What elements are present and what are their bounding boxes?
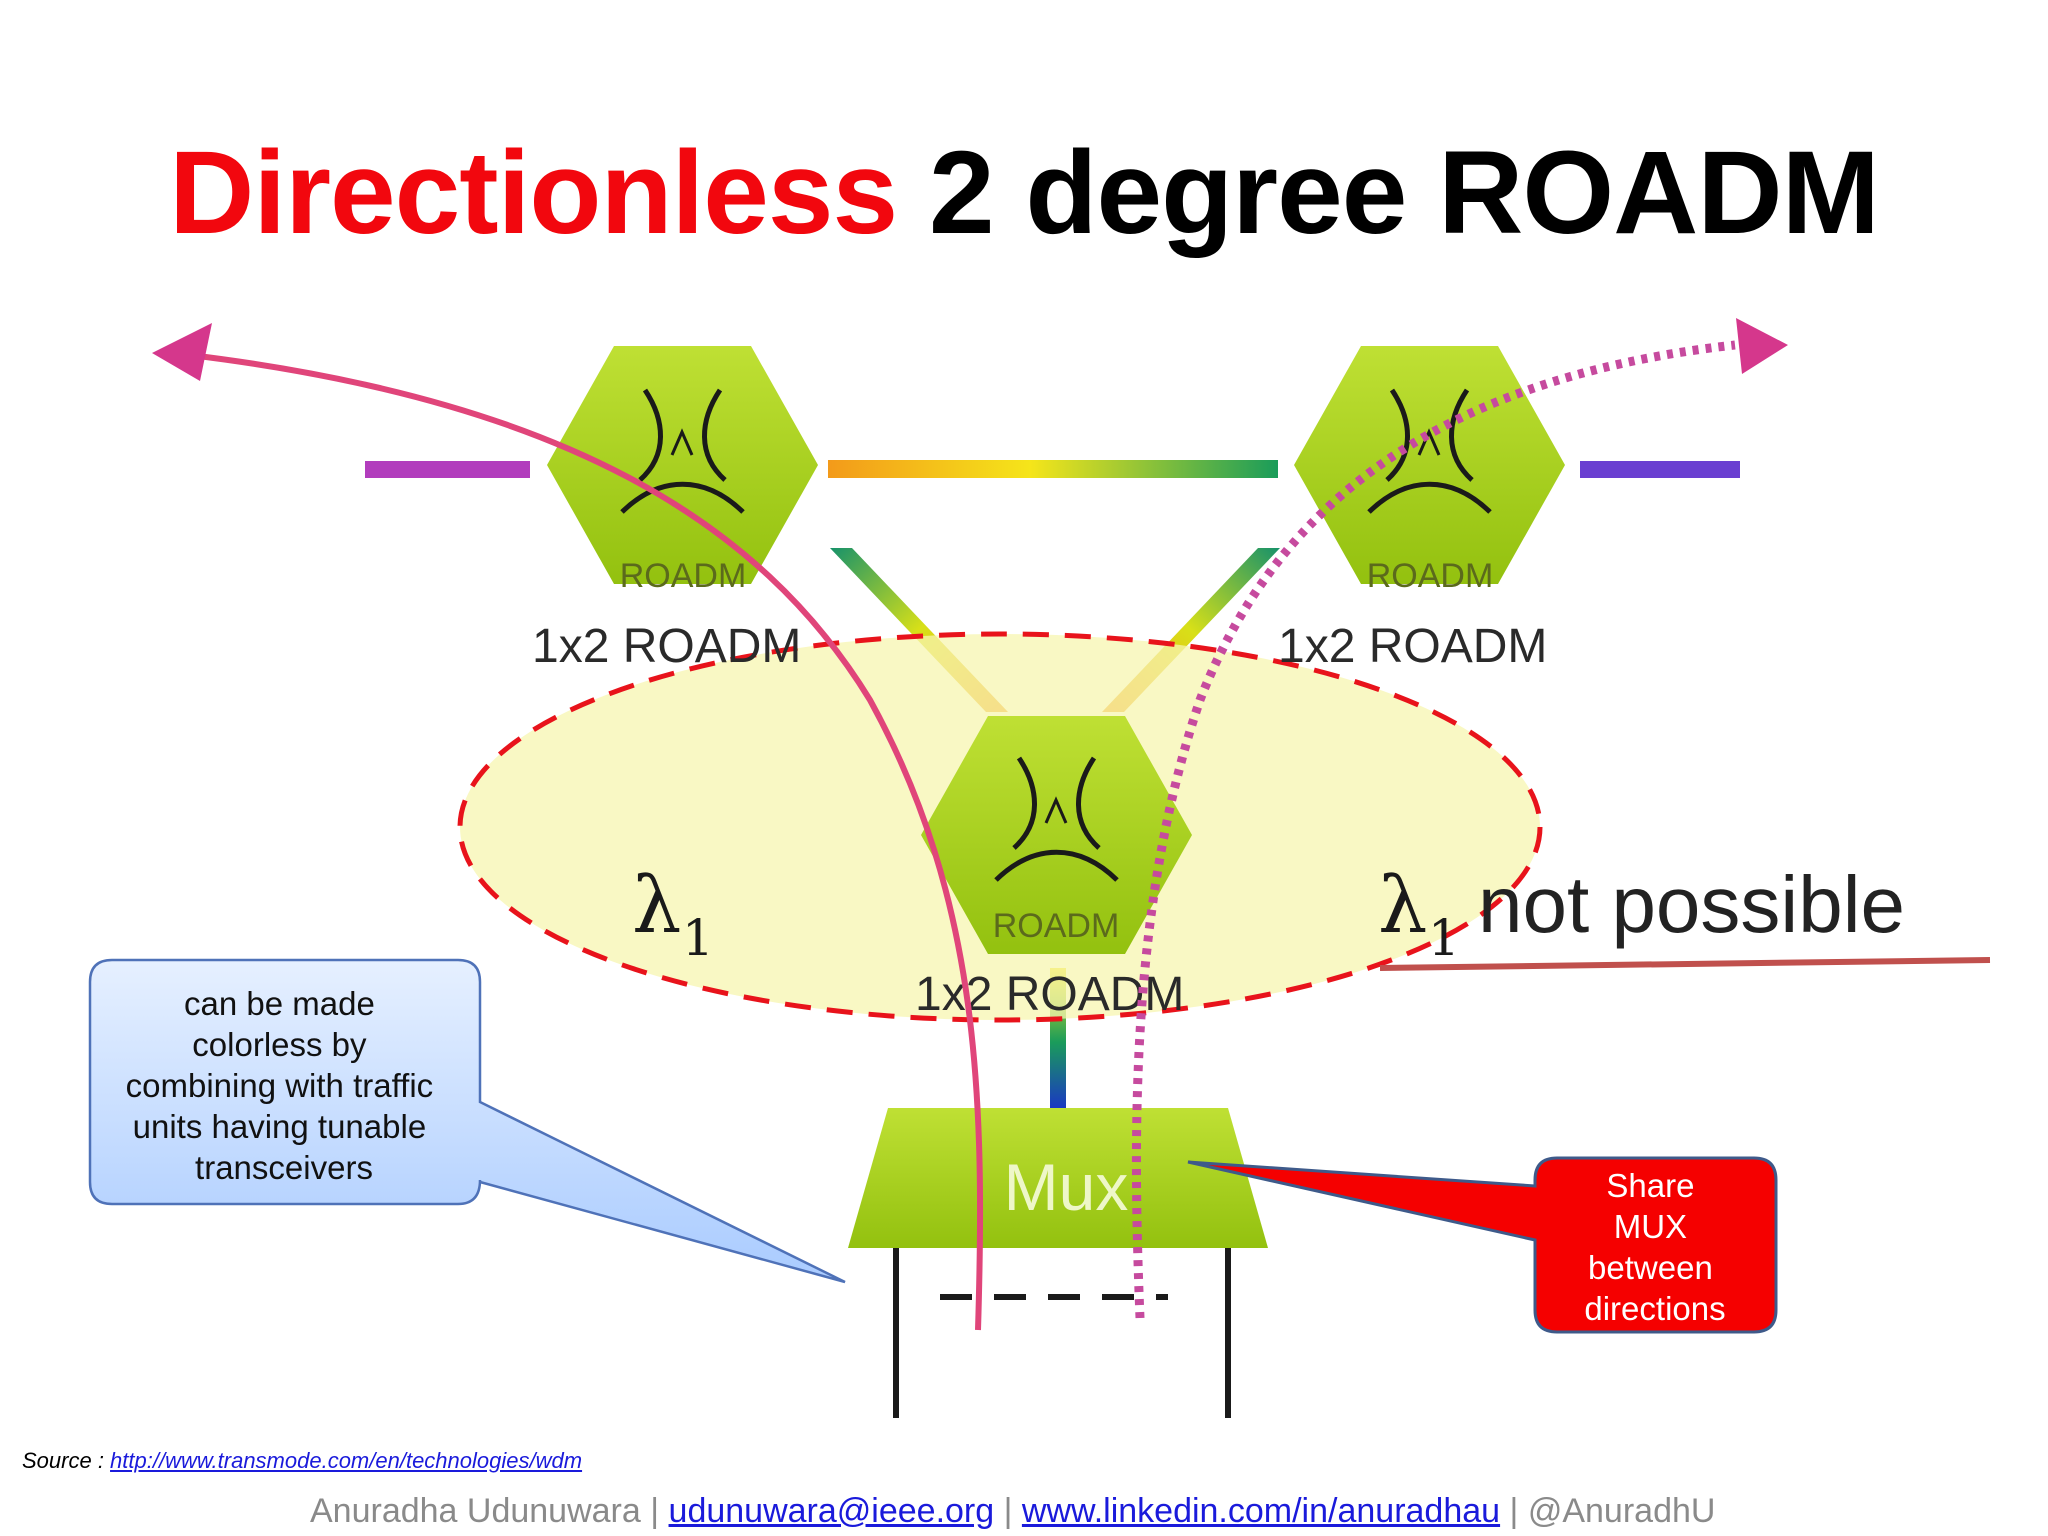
source-citation: Source : http://www.transmode.com/en/tec… bbox=[22, 1448, 582, 1474]
left-stub bbox=[365, 461, 530, 478]
lambda-left-label: λ 1 bbox=[632, 861, 714, 967]
title-directionless: Directionless bbox=[169, 127, 898, 259]
roadm-icon-text: ROADM bbox=[1367, 557, 1494, 595]
lambda-left-symbol: λ bbox=[632, 861, 681, 951]
footer-name: Anuradha Udunuwara | bbox=[310, 1492, 660, 1530]
roadm-node-right: ROADM 1x2 ROADM bbox=[1278, 346, 1565, 673]
callout-line: colorless by bbox=[192, 1026, 367, 1063]
title-rest: 2 degree ROADM bbox=[928, 127, 1880, 259]
footer-linkedin-link[interactable]: www.linkedin.com/in/anuradhau bbox=[1021, 1492, 1501, 1530]
mux-trapezoid bbox=[848, 1108, 1268, 1248]
callout-line: transceivers bbox=[195, 1149, 373, 1186]
footer-separator: | bbox=[1509, 1492, 1519, 1530]
callout-share-mux: Share MUX between directions bbox=[1187, 1156, 1778, 1334]
callout-line: directions bbox=[1584, 1290, 1725, 1327]
mux-block: Mux bbox=[848, 1108, 1268, 1418]
callout-line: units having tunable bbox=[133, 1108, 427, 1145]
node-label-right: 1x2 ROADM bbox=[1278, 620, 1547, 673]
lambda-right-label: λ 1 not possible bbox=[1378, 860, 1991, 971]
roadm-icon-text: ROADM bbox=[993, 907, 1120, 945]
callout-line: MUX bbox=[1614, 1208, 1687, 1245]
callout-share-mux-text: Share MUX between directions bbox=[1584, 1167, 1725, 1327]
node-label-center: 1x2 ROADM bbox=[915, 968, 1184, 1021]
hexagon-center bbox=[921, 716, 1192, 954]
roadm-symbol-icon bbox=[994, 756, 1119, 882]
callout-share-mux-bubble bbox=[1187, 1156, 1778, 1334]
source-link[interactable]: http://www.transmode.com/en/technologies… bbox=[110, 1448, 583, 1473]
arrowhead-left-icon bbox=[152, 323, 212, 381]
roadm-node-center: ROADM 1x2 ROADM bbox=[915, 716, 1192, 1021]
roadm-node-left: ROADM 1x2 ROADM bbox=[532, 346, 818, 673]
hexagon-right bbox=[1294, 346, 1565, 584]
right-stub bbox=[1580, 461, 1740, 478]
not-possible-underline bbox=[1379, 957, 1991, 971]
link-top bbox=[828, 460, 1278, 478]
callout-line: can be made bbox=[184, 985, 375, 1022]
lambda-right-symbol: λ bbox=[1378, 861, 1427, 951]
roadm-symbol-icon bbox=[620, 388, 745, 514]
lambda-left-subscript: 1 bbox=[682, 909, 714, 967]
lightpath-dotted bbox=[1131, 340, 1736, 1319]
callout-line: between bbox=[1588, 1249, 1713, 1286]
callout-line: Share bbox=[1606, 1167, 1694, 1204]
slide-title: Directionless 2 degree ROADM bbox=[0, 125, 2048, 261]
callout-colorless-bubble bbox=[88, 958, 846, 1284]
callout-colorless: can be made colorless by combining with … bbox=[88, 958, 846, 1284]
callout-colorless-text: can be made colorless by combining with … bbox=[126, 985, 443, 1186]
footer: Anuradha Udunuwara | udunuwara@ieee.org … bbox=[310, 1492, 1715, 1531]
hexagon-left bbox=[547, 346, 818, 584]
roadm-symbol-icon bbox=[1367, 388, 1492, 514]
not-possible-text: not possible bbox=[1478, 860, 1905, 949]
source-prefix: Source : bbox=[22, 1448, 111, 1473]
arrowhead-right-icon bbox=[1736, 318, 1788, 374]
mux-label: Mux bbox=[1004, 1150, 1129, 1224]
lambda-right-subscript: 1 bbox=[1428, 909, 1460, 967]
footer-email-link[interactable]: udunuwara@ieee.org bbox=[668, 1492, 995, 1530]
lightpath-solid bbox=[189, 352, 984, 1331]
footer-handle: @AnuradhU bbox=[1527, 1492, 1716, 1530]
node-label-left: 1x2 ROADM bbox=[532, 620, 801, 673]
roadm-icon-text: ROADM bbox=[620, 557, 747, 595]
footer-separator: | bbox=[1003, 1492, 1013, 1530]
callout-line: combining with traffic bbox=[126, 1067, 434, 1104]
